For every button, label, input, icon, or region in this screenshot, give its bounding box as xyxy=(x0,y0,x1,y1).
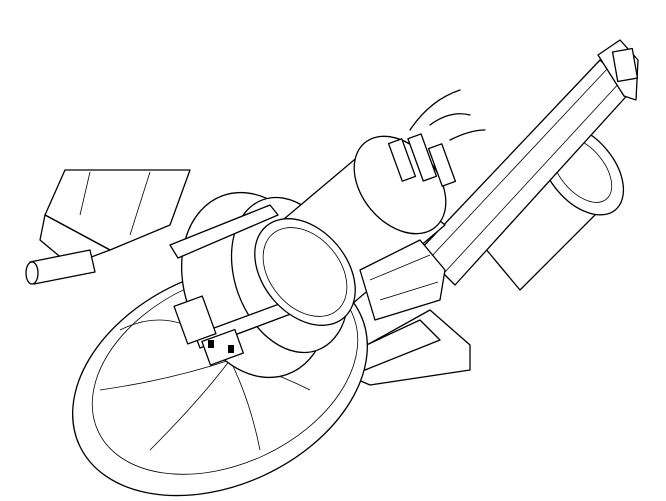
inlet-chute xyxy=(39,169,191,266)
side-pipe xyxy=(25,249,96,285)
clamp-upper xyxy=(169,204,279,259)
guide-rail-arm xyxy=(419,39,639,286)
motor-support-bracket xyxy=(359,239,446,321)
cable-glands xyxy=(387,89,486,187)
